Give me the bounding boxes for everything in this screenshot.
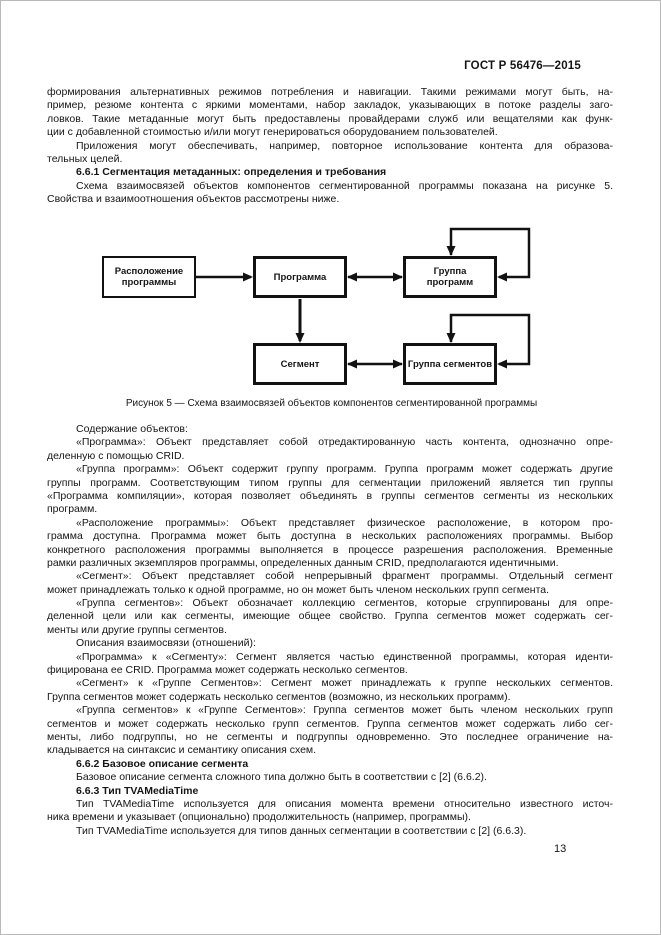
diagram-box-label: Группа	[433, 266, 467, 277]
diagram-box-label: Программа	[273, 271, 327, 283]
text-line: Базовое описание сегмента сложного типа …	[76, 771, 487, 784]
text-line: Содержание объектов:	[76, 423, 188, 435]
paragraph: «Сегмент» к «Группе Сегментов»: Сегмент …	[47, 677, 613, 704]
text-line: Описания взаимосвязи (отношений):	[76, 637, 256, 650]
text-line: Приложения могут обеспечивать, например,…	[76, 139, 613, 152]
text-line: Схема взаимосвязей объектов компонентов …	[76, 179, 613, 192]
section-heading: 6.6.3 Тип TVAMediaTime	[47, 785, 613, 798]
text-line: ции с добавленной стоимостью и/или могут…	[47, 126, 498, 139]
text-line: «Группа сегментов»: Объект обозначает ко…	[76, 597, 613, 610]
diagram-box-label: программы	[121, 277, 177, 288]
paragraph: Тип TVAMediaTime используется для описан…	[47, 798, 613, 825]
figure-5-caption: Рисунок 5 — Схема взаимосвязей объектов …	[125, 398, 538, 409]
text-line: «Программа»: Объект представляет собой о…	[76, 436, 613, 449]
text-line: кладывается на синтаксис и семантику опи…	[47, 744, 317, 757]
diagram-box-segment-group: Группа сегментов	[403, 343, 497, 385]
paragraph: Тип TVAMediaTime используется для типов …	[47, 825, 613, 838]
text-line: 6.6.1 Сегментация метаданных: определени…	[76, 166, 387, 179]
diagram-box-program-group: Группа программ	[403, 256, 497, 298]
text-line: группы программ. Соответствующим типом г…	[47, 476, 613, 489]
text-line: «Сегмент» к «Группе Сегментов»: Сегмент …	[76, 677, 613, 690]
paragraph: Базовое описание сегмента сложного типа …	[47, 771, 613, 784]
paragraph: «Программа»: Объект представляет собой о…	[47, 436, 613, 463]
text-line: «Расположение программы»: Объект предста…	[76, 516, 613, 529]
text-line: программ.	[47, 503, 98, 516]
diagram-box-label: программ	[426, 277, 474, 288]
diagram-box-program: Программа	[253, 256, 347, 298]
paragraph: «Сегмент»: Объект представляет собой неп…	[47, 570, 613, 597]
diagram-box-label: Сегмент	[280, 358, 320, 370]
text-line: тельных целей.	[47, 152, 123, 165]
text-line: рамки различных экземпляров программы, о…	[47, 556, 559, 569]
text-line: ловков. Такие метаданные могут быть пред…	[47, 112, 613, 125]
paragraph: «Группа сегментов»: Объект обозначает ко…	[47, 597, 613, 637]
text-line: конкретного расположения программы выпол…	[47, 543, 613, 556]
text-line: Тип TVAMediaTime используется для описан…	[76, 797, 613, 810]
diagram-box-label: Группа сегментов	[407, 358, 493, 370]
text-line: Тип TVAMediaTime используется для типов …	[76, 824, 527, 837]
programgroup-self-loop	[449, 227, 531, 279]
text-line: 6.6.3 Тип TVAMediaTime	[76, 784, 199, 797]
paragraph: Приложения могут обеспечивать, например,…	[47, 140, 613, 167]
paragraph: Описания взаимосвязи (отношений):	[47, 637, 613, 650]
text-line: «Группа сегментов» к «Группе Сегментов»:…	[76, 704, 613, 717]
diagram-box-program-location: Расположение программы	[102, 256, 196, 298]
arrowheads	[243, 246, 507, 369]
text-line: формирования альтернативных режимов потр…	[47, 86, 613, 98]
paragraph: «Группа сегментов» к «Группе Сегментов»:…	[47, 704, 613, 758]
body-text-below-figure: Содержание объектов:«Программа»: Объект …	[47, 423, 613, 838]
text-line: фицирована ее CRID. Программа может соде…	[47, 664, 408, 677]
text-line: грамма доступна. Программа может быть до…	[47, 530, 613, 543]
page-number: 13	[554, 843, 567, 855]
section-heading: 6.6.1 Сегментация метаданных: определени…	[47, 166, 613, 179]
paragraph: «Программа» к «Сегменту»: Сегмент являет…	[47, 651, 613, 678]
text-line: деленную с помощью CRID.	[47, 449, 185, 462]
text-line: деленной цели или как сегменты, имеющие …	[47, 610, 613, 623]
text-line: 6.6.2 Базовое описание сегмента	[76, 757, 249, 770]
text-line: Свойства и взаимоотношения объектов расс…	[47, 193, 340, 206]
segmentgroup-self-loop	[449, 313, 531, 366]
text-line: Группа сегментов может содержать несколь…	[47, 690, 511, 703]
figure-5-diagram: Расположение программы Программа Группа …	[1, 227, 660, 393]
body-text-above-figure: формирования альтернативных режимов потр…	[47, 86, 613, 207]
page-header-gost-number: ГОСТ Р 56476—2015	[464, 60, 581, 72]
text-line: менты, либо подгруппы, но не сегменты и …	[47, 730, 613, 743]
text-line: «Группа программ»: Объект содержит групп…	[76, 463, 613, 476]
paragraph: формирования альтернативных режимов потр…	[47, 86, 613, 140]
section-heading: 6.6.2 Базовое описание сегмента	[47, 758, 613, 771]
diagram-connectors	[196, 227, 531, 369]
diagram-box-segment: Сегмент	[253, 343, 347, 385]
text-line: менты или другие группы сегментов.	[47, 623, 227, 636]
paragraph: Содержание объектов:	[47, 423, 613, 436]
text-line: пример, резюме контента с яркими момента…	[47, 99, 613, 112]
text-line: «Сегмент»: Объект представляет собой неп…	[76, 570, 613, 583]
text-line: сегментов и может содержать несколько гр…	[47, 717, 613, 730]
text-line: «Программа» к «Сегменту»: Сегмент являет…	[76, 650, 613, 663]
paragraph: «Группа программ»: Объект содержит групп…	[47, 463, 613, 517]
text-line: «Программа компиляции», которая позволяе…	[47, 489, 613, 502]
diagram-box-label: Расположение	[114, 266, 184, 277]
paragraph: «Расположение программы»: Объект предста…	[47, 517, 613, 571]
paragraph: Схема взаимосвязей объектов компонентов …	[47, 180, 613, 207]
text-line: может принадлежать только к одной програ…	[47, 583, 550, 596]
text-line: ника времени и указывает (опционально) п…	[47, 811, 471, 824]
